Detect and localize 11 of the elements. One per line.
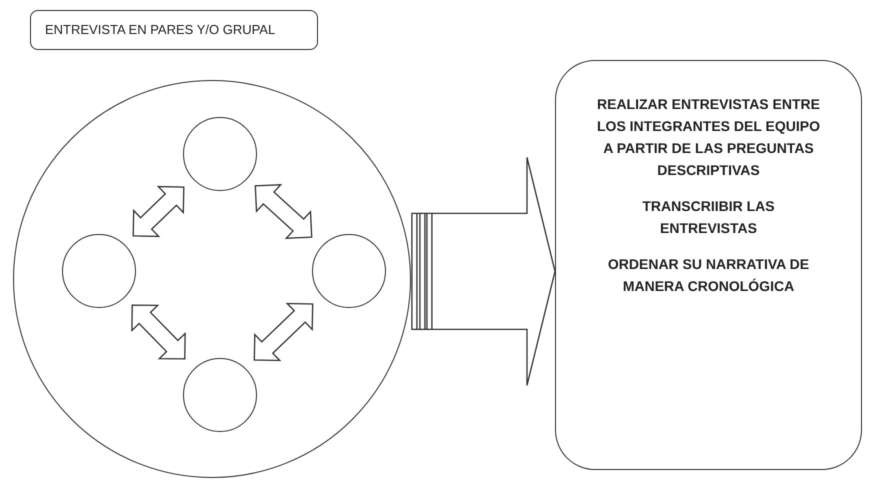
step-text: REALIZAR ENTREVISTAS ENTRE LOS INTEGRANTES DEL EQUIPO A PARTIR DE LAS PREGUNTAS DESCRIPTIVAS (596, 95, 821, 180)
text-box (555, 60, 862, 470)
step-text: ORDENAR SU NARRATIVA DE MANERA CRONOLÓGICA (606, 255, 810, 296)
block-arrow (131, 304, 186, 360)
block-arrow (254, 302, 314, 362)
block-arrow (132, 186, 184, 238)
title-box (30, 10, 318, 50)
step-text: TRANSCRIIBIR LAS ENTREVISTAS (641, 197, 776, 238)
title-text: ENTREVISTA EN PARES Y/O GRUPAL (45, 21, 276, 39)
block-arrow (254, 184, 312, 240)
block-arrow (411, 156, 556, 386)
